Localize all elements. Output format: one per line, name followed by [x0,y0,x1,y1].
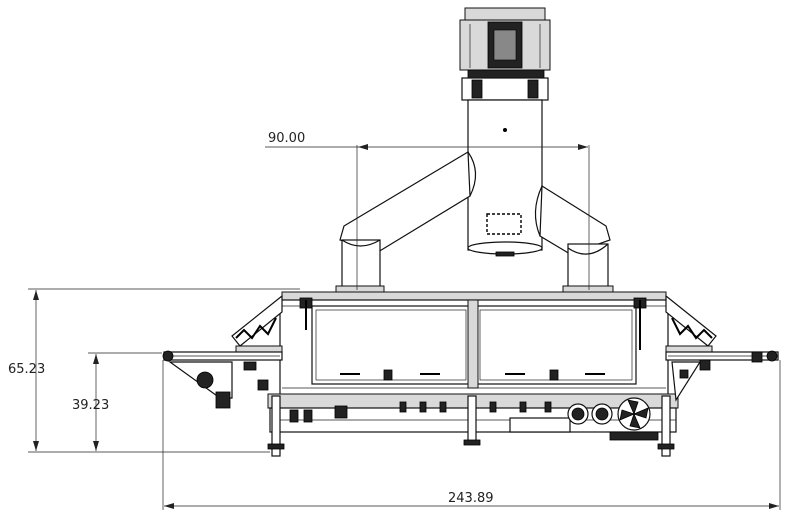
left-branch-duct [335,150,477,293]
dimension-label-overall-height: 65.23 [8,362,45,377]
right-branch-duct [534,184,614,293]
exhaust-fan-housing [459,7,551,101]
dimension-overall-height: 65.23 [8,288,300,453]
machine-body [279,291,669,397]
left-conveyor [162,294,283,409]
lower-frame [267,393,679,457]
dimension-overall-width: 243.89 [162,360,781,510]
dimension-label-duct-spacing: 90.00 [268,131,305,146]
dimension-label-overall-width: 243.89 [448,491,494,506]
dimension-duct-spacing: 90.00 [265,131,590,290]
dimension-conveyor-height: 39.23 [72,352,162,451]
dimension-label-conveyor-height: 39.23 [72,398,109,413]
main-exhaust-duct [467,99,543,257]
right-conveyor [665,294,779,402]
